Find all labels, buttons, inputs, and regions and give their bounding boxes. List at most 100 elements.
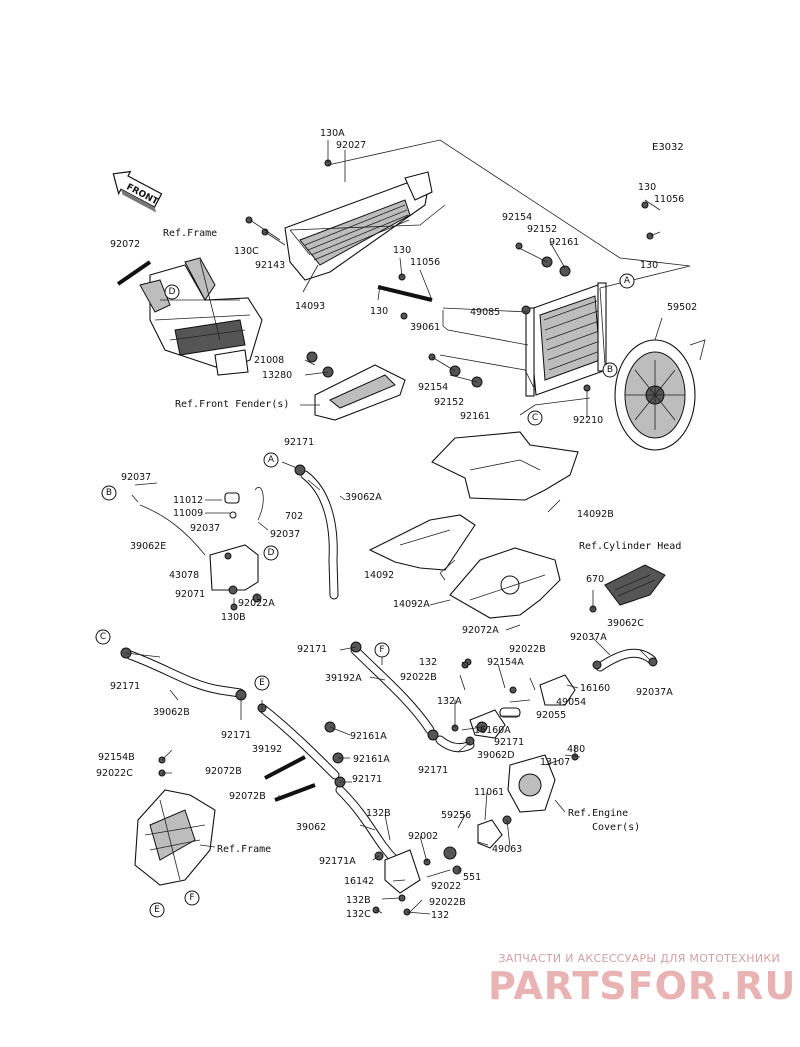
radiator-39061 xyxy=(525,282,607,397)
guard-plate-14092 xyxy=(368,514,476,571)
part-label: 39062A xyxy=(345,492,382,503)
part-label: 16160A xyxy=(474,725,511,736)
leader-lines xyxy=(125,139,691,915)
ref-engine-cover-1: Ref.Engine xyxy=(568,808,628,819)
svg-text:C: C xyxy=(532,413,538,423)
guard-plate-14092A xyxy=(449,547,561,619)
hose-39062D xyxy=(435,735,475,753)
part-label: 130 xyxy=(370,306,388,317)
part-label: 130 xyxy=(638,182,656,193)
part-label: 551 xyxy=(463,872,481,883)
hose-39062A xyxy=(300,470,339,600)
part-label: 14092A xyxy=(393,599,430,610)
part-label: 92037A xyxy=(636,687,673,698)
part-label: 39062C xyxy=(607,618,644,629)
hose-39062B xyxy=(125,650,245,698)
part-label: 92037 xyxy=(190,523,220,534)
part-92072-rod xyxy=(116,260,152,286)
part-label: 39062B xyxy=(153,707,190,718)
reservoir-tank-43078 xyxy=(209,487,264,591)
part-label: 11061 xyxy=(474,787,504,798)
part-label: 16160 xyxy=(580,683,610,694)
callout-e: E xyxy=(254,675,270,691)
part-label: 11012 xyxy=(173,495,203,506)
part-label: 92171 xyxy=(494,737,524,748)
svg-text:F: F xyxy=(189,893,194,903)
part-label: 130B xyxy=(221,612,246,623)
part-label: 14092 xyxy=(364,570,394,581)
part-label: 49054 xyxy=(556,697,586,708)
callout-b-top: B xyxy=(602,362,618,378)
part-92072B-rod-1 xyxy=(264,755,306,780)
part-label: 39192A xyxy=(325,673,362,684)
svg-text:F: F xyxy=(379,645,384,655)
part-label: 43078 xyxy=(169,570,199,581)
part-label: 130 xyxy=(393,245,411,256)
svg-text:E: E xyxy=(154,905,160,915)
callout-a: A xyxy=(263,452,279,468)
part-label: 480 xyxy=(567,744,585,755)
callout-d: D xyxy=(263,545,279,561)
callout-f-bottom: F xyxy=(184,890,200,906)
hose-39062E xyxy=(139,504,206,556)
part-label: 11056 xyxy=(654,194,684,205)
ref-engine-cover-2: Cover(s) xyxy=(592,822,640,833)
part-label: 92037A xyxy=(570,632,607,643)
part-label: 92161A xyxy=(350,731,387,742)
part-label: 13280 xyxy=(262,370,292,381)
part-label: 132B xyxy=(346,895,371,906)
part-label: 92171 xyxy=(221,730,251,741)
part-label: 49063 xyxy=(492,844,522,855)
part-label: 92143 xyxy=(255,260,285,271)
part-label: 92171 xyxy=(110,681,140,692)
hose-39192A xyxy=(350,645,435,735)
part-label: 92072 xyxy=(110,239,140,250)
part-label: 132 xyxy=(419,657,437,668)
ref-frame-bottom: Ref.Frame xyxy=(217,844,271,855)
part-label: 130 xyxy=(640,260,658,271)
part-label: 92154 xyxy=(502,212,532,223)
part-label: 92210 xyxy=(573,415,603,426)
part-label: 92152 xyxy=(527,224,557,235)
part-label: 16142 xyxy=(344,876,374,887)
part-label: 14092B xyxy=(577,509,614,520)
frame-bottom-drawing xyxy=(134,789,216,886)
part-label: 92037 xyxy=(270,529,300,540)
part-label: 92022B xyxy=(400,672,437,683)
callout-d-top: D xyxy=(164,284,180,300)
radiator-bracket-rod xyxy=(377,285,433,302)
hose-39062C xyxy=(595,648,657,672)
water-pump-parts xyxy=(384,754,556,894)
front-fender-drawing xyxy=(314,364,406,421)
part-label: 92037 xyxy=(121,472,151,483)
svg-text:D: D xyxy=(268,548,275,558)
ref-frame-top: Ref.Frame xyxy=(163,228,217,239)
part-label: 130C xyxy=(234,246,259,257)
part-label: 92154A xyxy=(487,657,524,668)
part-label: 39062 xyxy=(296,822,326,833)
part-label: 132C xyxy=(346,909,371,920)
part-label: 92161 xyxy=(460,411,490,422)
cylinder-head-drawing xyxy=(604,564,666,606)
part-label: 21008 xyxy=(254,355,284,366)
part-label: 92161 xyxy=(549,237,579,248)
part-label: 92171A xyxy=(319,856,356,867)
svg-text:B: B xyxy=(607,365,613,375)
part-labels: 130A 92027 130 11056 92154 92152 92161 1… xyxy=(96,128,697,921)
part-label: 92154B xyxy=(98,752,135,763)
part-label: 92072B xyxy=(205,766,242,777)
part-label: 39062D xyxy=(477,750,515,761)
frame-top-drawing xyxy=(139,257,263,376)
part-label: 92022 xyxy=(431,881,461,892)
callout-c: C xyxy=(95,629,111,645)
part-label: 92171 xyxy=(352,774,382,785)
part-label: 92154 xyxy=(418,382,448,393)
part-label: 92022B xyxy=(429,897,466,908)
guard-plate-14092B xyxy=(431,431,579,501)
part-label: 92161A xyxy=(353,754,390,765)
part-label: 670 xyxy=(586,574,604,585)
front-arrow-icon: FRONT xyxy=(112,170,163,213)
part-92072B-rod-2 xyxy=(274,783,316,802)
